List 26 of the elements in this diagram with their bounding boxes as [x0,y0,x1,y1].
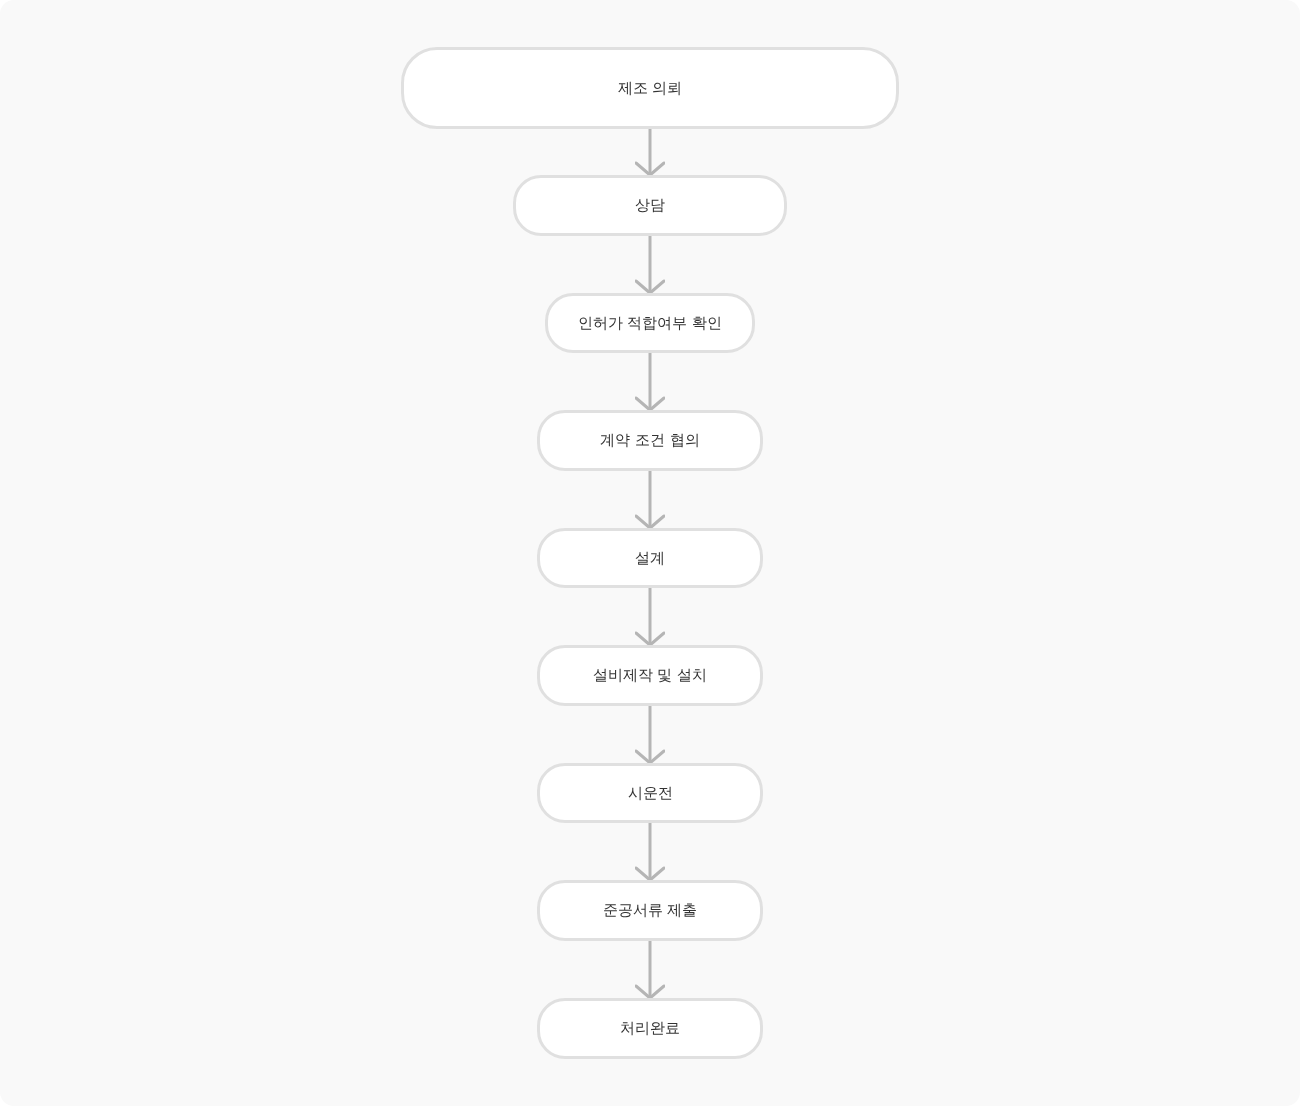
step-label: 제조 의뢰 [617,78,683,98]
process-box [537,645,763,706]
process-box [401,47,899,129]
process-box [537,410,763,471]
arrow [634,236,666,295]
arrow [634,823,666,882]
arrow [634,129,666,177]
process-box [537,528,763,588]
step-label: 계약 조건 협의 [600,431,700,450]
arrow [634,353,666,412]
process-box [537,880,763,941]
arrow [634,706,666,765]
arrow [634,588,666,647]
step-label: 설계 [635,548,665,568]
step-label: 설비제작 및 설치 [592,666,708,685]
process-box [537,998,763,1059]
step-label: 준공서류 제출 [602,901,698,920]
step-label: 인허가 적합여부 확인 [577,313,723,333]
process-box [545,293,755,353]
arrow [634,471,666,530]
process-box [537,763,763,823]
step-label: 시운전 [627,783,673,803]
process-box [513,175,787,236]
step-label: 처리완료 [620,1019,680,1038]
arrow [634,941,666,1000]
step-label: 상담 [635,196,665,215]
